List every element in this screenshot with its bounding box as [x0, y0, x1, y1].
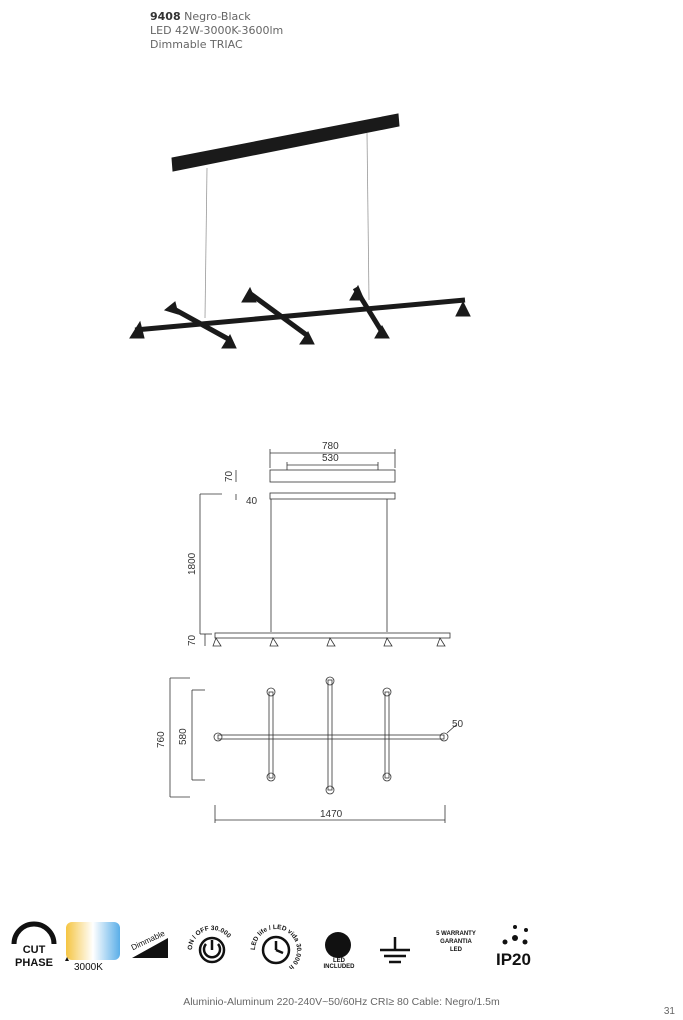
dimmable-icon — [132, 938, 168, 958]
color-temperature-icon — [66, 922, 120, 960]
dim-suspension: 1800 — [187, 552, 198, 575]
ground-icon — [380, 937, 410, 964]
dim-canopy-base: 40 — [246, 496, 258, 507]
led-included-icon — [325, 932, 351, 958]
product-spec: LED 42W-3000K-3600lm — [150, 24, 284, 37]
product-finish: Negro-Black — [184, 10, 251, 23]
on-off-icon — [198, 936, 226, 964]
dim-lamp-height: 70 — [187, 634, 198, 646]
plan-drawing — [169, 676, 457, 823]
product-title: 9408 Negro-Black — [150, 10, 251, 24]
ip-rating-icon — [502, 925, 528, 945]
product-render — [129, 113, 471, 349]
dim-head-diameter: 50 — [452, 719, 464, 730]
dim-inner-width: 580 — [178, 728, 189, 745]
dim-canopy-fixing: 530 — [322, 453, 339, 464]
elevation-drawing — [199, 449, 451, 647]
product-code: 9408 — [150, 10, 181, 23]
ip-rating-label: IP20 — [496, 950, 531, 969]
dim-canopy-height: 70 — [224, 470, 235, 482]
warranty-label: 5 WARRANTY GARANTIA LED — [436, 931, 476, 953]
marker-triangle-icon — [65, 957, 69, 961]
dim-width: 760 — [156, 731, 167, 748]
page-number: 31 — [663, 1006, 675, 1017]
color-temperature-label: 3000K — [74, 962, 103, 973]
dim-canopy-length: 780 — [322, 441, 339, 452]
footer-specs: Aluminio-Aluminum 220-240V~50/60Hz CRI≥ … — [183, 996, 500, 1008]
dim-length: 1470 — [320, 809, 343, 820]
led-included-label: LED INCLUDED — [323, 958, 355, 970]
led-life-icon — [261, 935, 291, 965]
cut-phase-icon — [11, 921, 57, 945]
product-dimming: Dimmable TRIAC — [150, 38, 243, 51]
cut-phase-label: CUT PHASE — [15, 944, 53, 969]
